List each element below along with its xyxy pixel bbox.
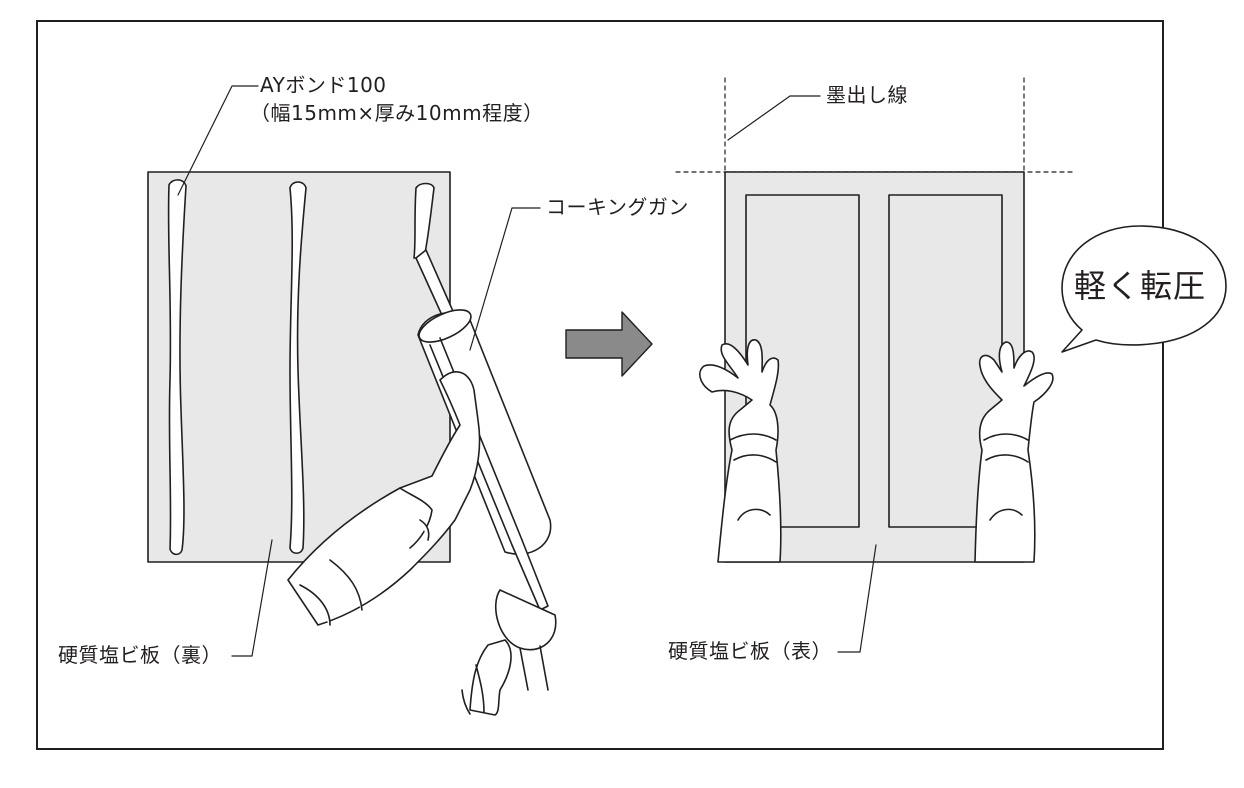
speech-bubble	[1061, 225, 1227, 353]
label-caulking-gun: コーキングガン	[546, 195, 689, 219]
adhesive-bead	[413, 182, 435, 259]
adhesive-bead	[289, 181, 307, 555]
label-board-front: 硬質塩ビ板（表）	[668, 639, 832, 663]
label-bond-size: （幅15mm×厚み10mm程度）	[250, 101, 544, 125]
process-arrow	[565, 311, 653, 377]
hand-holding-gun	[287, 371, 512, 716]
right-pressing-hand	[974, 341, 1054, 563]
label-bond-name: AYボンド100	[260, 73, 387, 97]
label-board-back: 硬質塩ビ板（裏）	[58, 643, 222, 667]
adhesive-bead	[167, 179, 187, 556]
label-press-lightly: 軽く転圧	[1074, 267, 1207, 305]
label-marking-line: 墨出し線	[826, 83, 908, 107]
left-pressing-hand	[699, 339, 782, 563]
leader-lines	[177, 85, 877, 657]
diagram-frame	[36, 20, 1164, 750]
